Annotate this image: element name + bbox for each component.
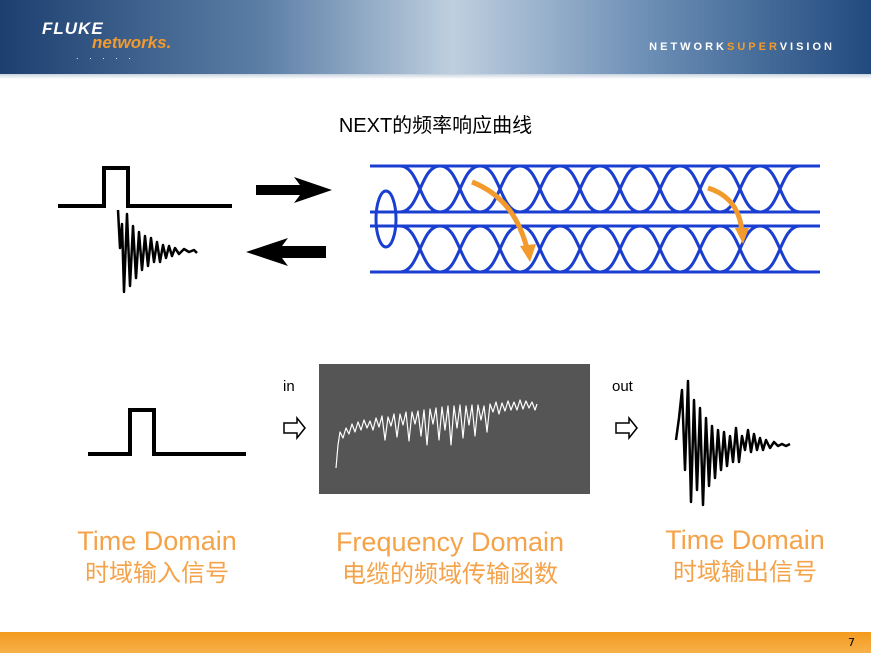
cable-pairs <box>370 164 820 274</box>
time-domain-input-caption: Time Domain 时域输入信号 <box>52 526 262 591</box>
logo-dots: . . . . . <box>76 52 135 61</box>
frequency-plot-background <box>319 364 590 494</box>
tagline-part-2: SUPER <box>727 41 780 53</box>
footer-bar <box>0 632 871 653</box>
arrow-right-icon <box>256 177 332 203</box>
input-pulse-top <box>58 166 232 208</box>
tagline-part-1: NETWORK <box>649 41 727 53</box>
tagline: NETWORKSUPERVISION <box>649 41 835 53</box>
input-label: in <box>283 378 295 395</box>
ringing-signal-top <box>116 209 198 294</box>
arrow-left-icon <box>246 238 326 266</box>
header-bar <box>0 0 871 74</box>
frequency-domain-caption: Frequency Domain 电缆的频域传输函数 <box>300 527 600 592</box>
domain-title-cn: 电缆的频域传输函数 <box>342 561 558 588</box>
slide-title: NEXT的频率响应曲线 <box>338 115 533 137</box>
header-divider <box>0 74 871 79</box>
logo-subbrand: networks. <box>92 33 172 52</box>
small-arrow-in-icon <box>283 415 306 441</box>
time-domain-output-caption: Time Domain 时域输出信号 <box>640 525 850 590</box>
domain-title-cn: 时域输入信号 <box>85 560 229 587</box>
page-number: 7 <box>848 636 855 649</box>
domain-title-en: Frequency Domain <box>335 527 565 557</box>
tagline-part-3: VISION <box>779 41 835 53</box>
input-pulse <box>88 408 246 456</box>
output-label: out <box>612 378 633 395</box>
domain-title-en: Time Domain <box>77 526 237 556</box>
small-arrow-out-icon <box>615 415 638 441</box>
domain-title-en: Time Domain <box>665 525 825 555</box>
domain-title-cn: 时域输出信号 <box>673 559 817 586</box>
frequency-response-trace <box>335 399 538 469</box>
logo-brand: FLUKE <box>42 19 104 38</box>
coupling-arrows <box>471 179 749 262</box>
output-signal <box>674 379 791 507</box>
